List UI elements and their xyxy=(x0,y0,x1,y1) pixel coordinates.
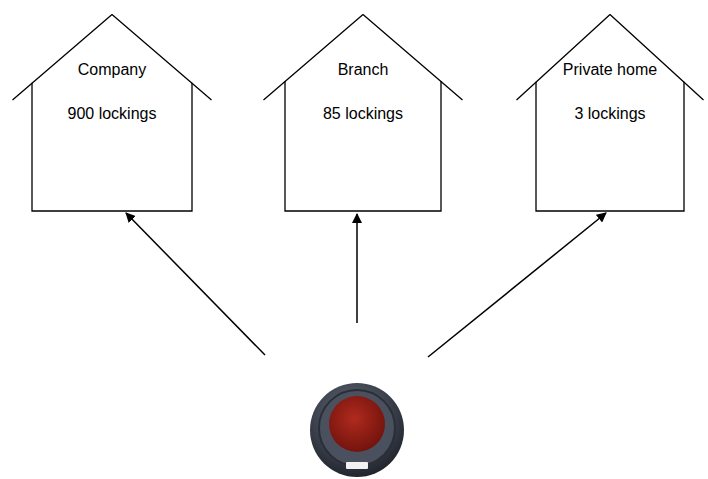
arrow xyxy=(428,213,606,357)
key-fob xyxy=(310,383,404,477)
house-name: Company xyxy=(12,60,212,80)
locking-count: 900 lockings xyxy=(12,104,212,124)
house-node: Company 900 lockings xyxy=(12,14,212,211)
house-node: Private home 3 lockings xyxy=(516,14,704,211)
arrow xyxy=(126,213,265,355)
arrow xyxy=(356,214,358,323)
locking-count: 3 lockings xyxy=(516,104,704,124)
house-name: Private home xyxy=(516,60,704,80)
locking-count: 85 lockings xyxy=(263,104,463,124)
house-node: Branch 85 lockings xyxy=(263,14,463,211)
house-name: Branch xyxy=(263,60,463,80)
